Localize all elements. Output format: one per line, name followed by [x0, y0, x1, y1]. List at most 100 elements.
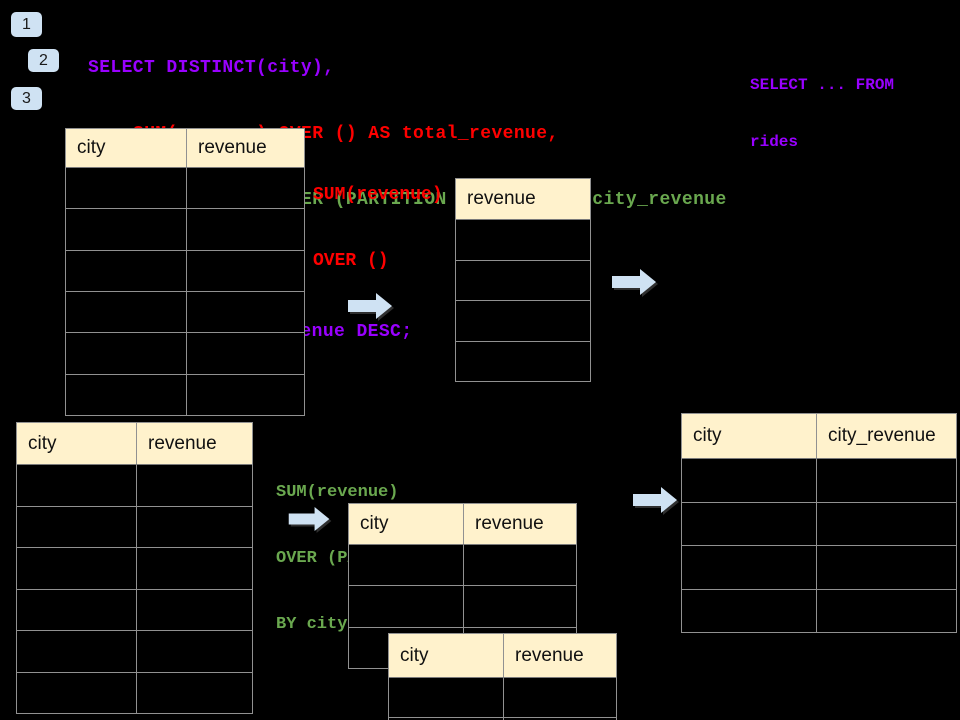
table-cell	[682, 546, 817, 589]
table-cell	[66, 291, 187, 333]
table-cell	[464, 586, 576, 626]
table-cell	[66, 250, 187, 291]
step-badge-3: 3	[11, 87, 42, 110]
table-cell	[187, 375, 304, 415]
table-row	[682, 502, 956, 546]
table-cell	[682, 589, 817, 632]
column-header-revenue: revenue	[475, 513, 544, 534]
arrow-shape	[348, 293, 392, 319]
column-header-city: city	[66, 129, 187, 167]
table-row	[456, 342, 590, 382]
annotation-partition-line-3: BY city)	[276, 615, 358, 634]
column-header-revenue: revenue	[148, 432, 217, 454]
table-cell	[137, 673, 252, 714]
table-source-top: city revenue	[65, 128, 305, 416]
table-cell	[17, 589, 137, 630]
table-cell	[389, 718, 504, 720]
table-cell	[456, 220, 590, 260]
table-cell	[137, 548, 252, 589]
table-cell	[17, 506, 137, 547]
arrow-right-icon	[348, 293, 392, 319]
table-cell	[464, 545, 576, 585]
side-note-line-1: SELECT ... FROM	[750, 76, 895, 94]
table-row	[456, 301, 590, 342]
table-row	[17, 631, 252, 673]
table-row	[66, 374, 304, 415]
table-cell	[187, 333, 304, 373]
side-note: SELECT ... FROM rides	[750, 38, 894, 190]
table-row	[66, 209, 304, 251]
table-cell	[187, 292, 304, 332]
table-cell	[817, 503, 956, 546]
table-cell	[817, 590, 956, 633]
table-header: revenue	[456, 179, 590, 220]
annotation-total-line-2: OVER ()	[313, 251, 389, 271]
column-header-city: city	[349, 504, 464, 544]
arrow-right-icon	[612, 269, 656, 295]
table-row	[682, 546, 956, 590]
table-row	[349, 545, 576, 587]
table-cell	[817, 459, 956, 502]
table-cell	[456, 261, 590, 301]
side-note-line-2: rides	[750, 133, 799, 151]
table-body	[456, 220, 590, 381]
arrow-shape	[288, 507, 330, 531]
table-cell	[682, 502, 817, 545]
column-header-revenue: revenue	[198, 137, 267, 158]
table-cell	[187, 168, 304, 208]
arrow-shape	[633, 487, 677, 513]
table-cell	[66, 168, 187, 209]
table-cell	[137, 507, 252, 548]
arrow-right-icon	[288, 507, 330, 531]
table-row	[389, 678, 616, 718]
column-header-city: city	[17, 423, 137, 464]
table-header: city revenue	[66, 129, 304, 168]
table-total-revenue: revenue	[455, 178, 591, 382]
table-cell	[389, 678, 504, 717]
table-cell	[17, 672, 137, 713]
table-row	[66, 291, 304, 334]
table-row	[17, 506, 252, 548]
table-body	[66, 168, 304, 415]
table-cell	[456, 301, 590, 341]
annotation-total-line-1: SUM(revenue)	[313, 185, 443, 205]
table-body	[389, 678, 616, 720]
table-cell	[682, 459, 817, 502]
table-cell	[187, 251, 304, 291]
table-row	[17, 672, 252, 714]
table-final-result: city city_revenue	[681, 413, 957, 633]
table-cell	[17, 631, 137, 672]
column-header-revenue: revenue	[515, 644, 584, 666]
table-body	[682, 459, 956, 632]
table-source-bottom: city revenue	[16, 422, 253, 714]
table-row	[682, 589, 956, 633]
annotation-total-revenue: SUM(revenue) OVER ()	[313, 140, 443, 316]
table-cell	[66, 333, 187, 374]
table-cell	[137, 590, 252, 631]
table-row	[17, 465, 252, 507]
table-row	[349, 586, 576, 628]
column-header-city-revenue: city_revenue	[828, 425, 936, 446]
table-row	[66, 168, 304, 210]
table-row	[17, 548, 252, 590]
table-row	[682, 459, 956, 503]
table-cell	[187, 209, 304, 249]
table-cell	[456, 342, 590, 382]
arrow-right-icon	[633, 487, 677, 513]
table-row	[17, 589, 252, 631]
table-cell	[17, 548, 137, 589]
table-header: city revenue	[389, 634, 616, 678]
table-cell	[137, 631, 252, 672]
table-row	[456, 261, 590, 301]
table-row	[456, 220, 590, 261]
table-cell	[66, 209, 187, 250]
table-header: city revenue	[349, 504, 576, 545]
table-cell	[66, 374, 187, 415]
table-header: city revenue	[17, 423, 252, 465]
column-header-city: city	[389, 634, 504, 677]
table-cell	[137, 465, 252, 506]
table-row	[66, 333, 304, 375]
table-header: city city_revenue	[682, 414, 956, 459]
table-cell	[17, 465, 137, 506]
